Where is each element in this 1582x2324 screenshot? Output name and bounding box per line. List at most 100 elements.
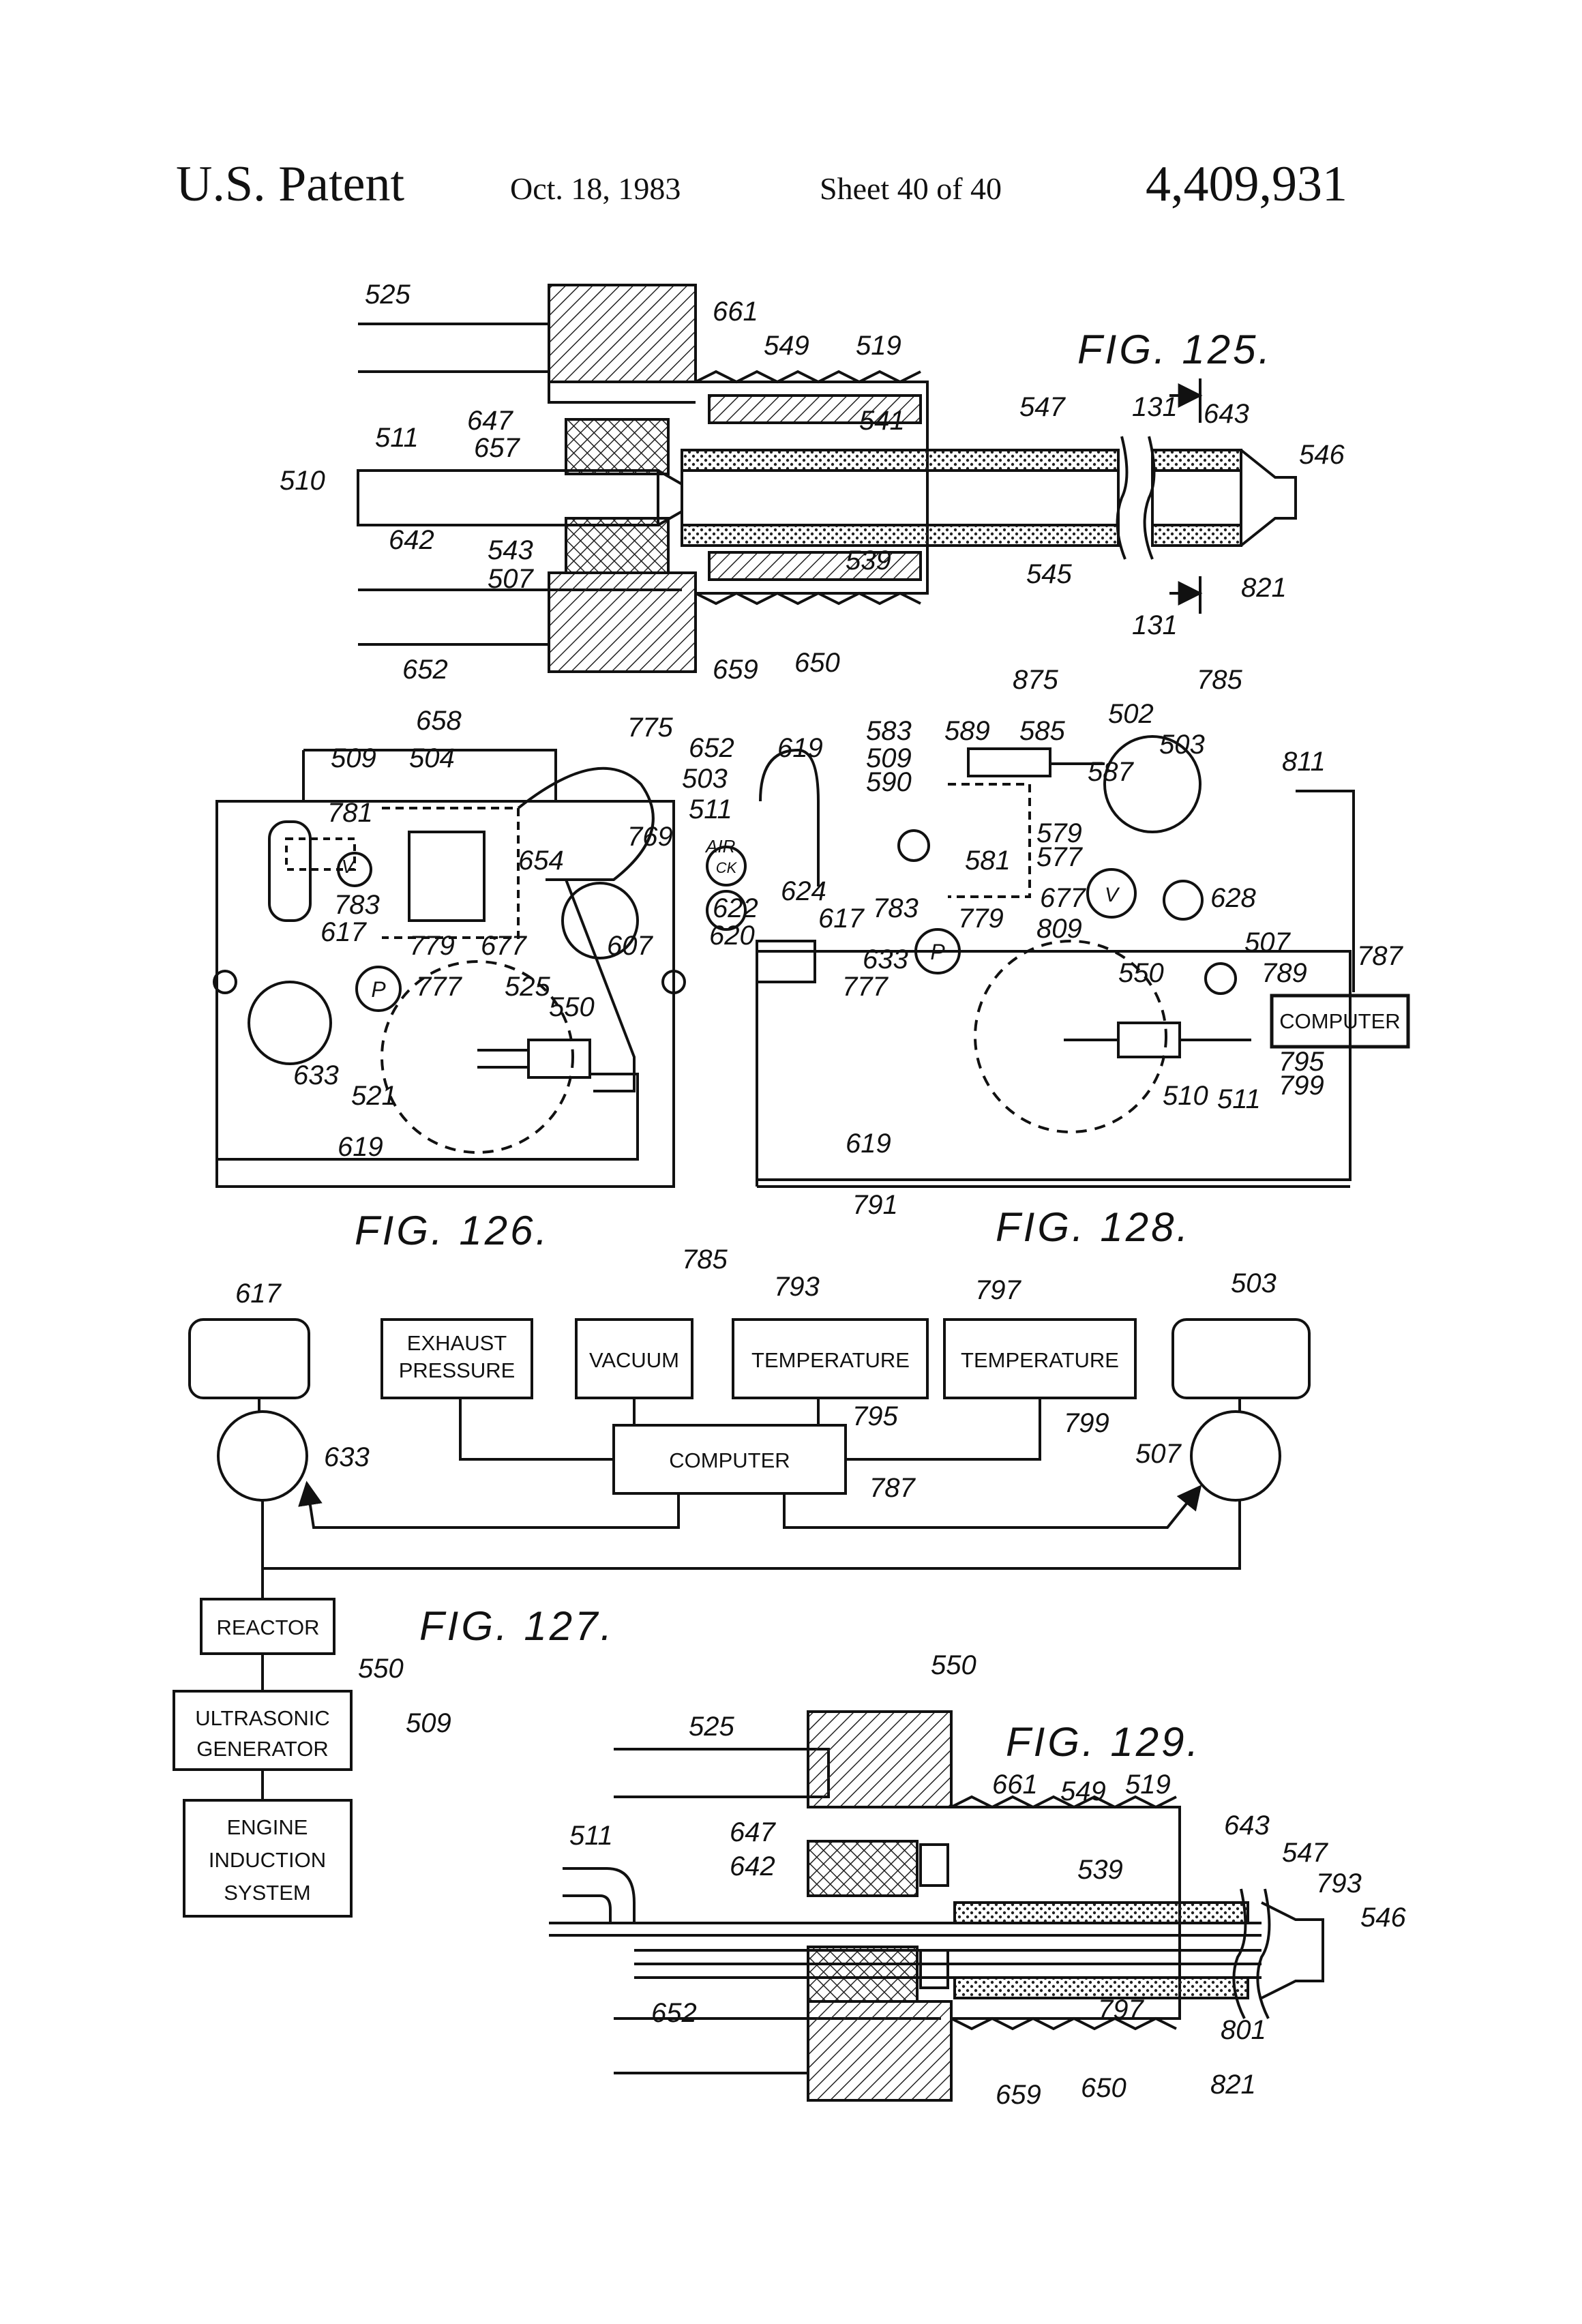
ref-775-fig126: 775 xyxy=(627,713,673,743)
ref-650-fig129: 650 xyxy=(1081,2073,1126,2103)
ref-503-fig126: 503 xyxy=(682,764,728,794)
ck-label-fig128: CK xyxy=(716,859,738,876)
ref-652-fig129: 652 xyxy=(651,1998,697,2028)
ref-550-fig129: 550 xyxy=(931,1650,976,1680)
block-503 xyxy=(1173,1320,1309,1398)
ref-821-fig129: 821 xyxy=(1210,2070,1256,2100)
figure-126-references: 658 775 509 504 652 503 511 781 769 654 … xyxy=(293,706,734,1162)
ref-583-fig128: 583 xyxy=(866,716,912,746)
ref-525-fig126: 525 xyxy=(505,972,550,1002)
ref-620-fig128: 620 xyxy=(709,921,755,951)
ref-511-fig125: 511 xyxy=(375,423,419,453)
ref-550-fig128: 550 xyxy=(1118,958,1164,988)
ref-647-fig125: 647 xyxy=(467,406,513,436)
v-label-fig128: V xyxy=(1105,884,1120,906)
ref-131-fig125-top: 131 xyxy=(1132,392,1178,422)
ref-510-fig128: 510 xyxy=(1163,1081,1208,1111)
ref-617-fig126: 617 xyxy=(320,917,367,947)
ref-622-fig128: 622 xyxy=(713,893,758,923)
ref-791-fig128: 791 xyxy=(852,1190,898,1220)
ref-619-fig128-bottom: 619 xyxy=(846,1129,891,1159)
ref-131-fig125-bottom: 131 xyxy=(1132,610,1178,640)
ref-809-fig128: 809 xyxy=(1036,914,1082,944)
exhaust-label-line2: PRESSURE xyxy=(399,1358,516,1382)
ref-785-fig128: 785 xyxy=(1197,665,1242,695)
figure-129-references: 550 525 661 549 519 643 547 793 546 511 … xyxy=(569,1650,1406,2110)
ref-633-fig126: 633 xyxy=(293,1060,339,1090)
ref-504-fig126: 504 xyxy=(409,743,455,773)
ref-525-fig129: 525 xyxy=(689,1712,734,1742)
ref-795-fig127: 795 xyxy=(852,1401,898,1431)
ref-650-fig125: 650 xyxy=(794,648,840,678)
ref-507-fig127: 507 xyxy=(1135,1439,1182,1469)
ref-783-fig128: 783 xyxy=(873,893,919,923)
ref-777-fig126: 777 xyxy=(416,972,462,1002)
ref-657-fig125: 657 xyxy=(474,433,520,463)
ref-549-fig129: 549 xyxy=(1060,1776,1106,1806)
computer-label-fig127: COMPUTER xyxy=(669,1448,790,1472)
ref-783-fig126: 783 xyxy=(334,890,380,920)
p-label-fig126: P xyxy=(371,977,386,1002)
ref-769-fig126: 769 xyxy=(627,822,673,852)
ref-624-fig128: 624 xyxy=(781,876,826,906)
ref-539-fig125: 539 xyxy=(846,546,891,576)
ref-799-fig128: 799 xyxy=(1279,1071,1324,1101)
computer-label-fig128: COMPUTER xyxy=(1279,1009,1400,1033)
ref-643-fig125: 643 xyxy=(1204,399,1249,429)
ref-541-fig125: 541 xyxy=(859,406,905,436)
ref-521-fig126: 521 xyxy=(351,1081,397,1111)
ref-797-fig127: 797 xyxy=(975,1275,1021,1305)
ref-647-fig129: 647 xyxy=(730,1817,776,1847)
ref-550-fig126: 550 xyxy=(549,992,595,1022)
valve-507 xyxy=(1191,1412,1280,1500)
ref-789-fig128: 789 xyxy=(1262,958,1307,988)
vacuum-label: VACUUM xyxy=(589,1348,679,1372)
ref-659-fig125: 659 xyxy=(713,655,758,685)
ref-519-fig125: 519 xyxy=(856,331,901,361)
ref-643-fig129: 643 xyxy=(1224,1811,1270,1841)
ref-507-fig125: 507 xyxy=(488,564,534,594)
ref-511-fig129: 511 xyxy=(569,1821,613,1851)
ref-509-fig127: 509 xyxy=(406,1708,451,1738)
air-label-fig128: AIR xyxy=(704,836,735,856)
temperature-label-2: TEMPERATURE xyxy=(961,1348,1119,1372)
ref-785-fig127: 785 xyxy=(682,1245,728,1275)
ref-787-fig128: 787 xyxy=(1357,941,1403,971)
ref-549-fig125: 549 xyxy=(764,331,809,361)
v-label-fig126: V xyxy=(342,856,356,877)
ref-545-fig125: 545 xyxy=(1026,559,1072,589)
figure-125-references: 525 661 549 519 547 131 643 546 511 647 … xyxy=(280,280,1345,685)
ref-617-fig127: 617 xyxy=(235,1279,282,1309)
valve-633 xyxy=(218,1412,307,1500)
reactor-label: REACTOR xyxy=(216,1615,319,1639)
ultrasonic-label-line2: GENERATOR xyxy=(196,1737,329,1761)
ref-619-fig126: 619 xyxy=(338,1132,383,1162)
ref-519-fig129: 519 xyxy=(1125,1770,1171,1800)
temperature-label-1: TEMPERATURE xyxy=(751,1348,910,1372)
ref-543-fig125: 543 xyxy=(488,535,533,565)
ref-607-fig126: 607 xyxy=(607,931,653,961)
ref-661-fig125: 661 xyxy=(713,297,758,327)
ref-547-fig125: 547 xyxy=(1019,392,1066,422)
ref-590-fig128: 590 xyxy=(866,767,912,797)
ref-797-fig129: 797 xyxy=(1098,1995,1144,2025)
p-label-fig128: P xyxy=(930,940,945,964)
block-617 xyxy=(190,1320,309,1398)
ref-652-fig126: 652 xyxy=(689,733,734,763)
ref-875-fig128: 875 xyxy=(1013,665,1058,695)
ref-617-fig128: 617 xyxy=(818,904,865,934)
ref-811-fig128: 811 xyxy=(1282,747,1326,777)
ref-793-fig129: 793 xyxy=(1316,1868,1362,1898)
ref-821-fig125: 821 xyxy=(1241,573,1287,603)
ref-801-fig129: 801 xyxy=(1221,2015,1266,2045)
ref-539-fig129: 539 xyxy=(1077,1855,1123,1885)
ref-509-fig126: 509 xyxy=(331,743,376,773)
ref-654-fig126: 654 xyxy=(518,846,564,876)
ref-510-fig125: 510 xyxy=(280,466,325,496)
ref-779-fig126: 779 xyxy=(409,931,455,961)
ref-628-fig128: 628 xyxy=(1210,883,1256,913)
ref-659-fig129: 659 xyxy=(996,2080,1041,2110)
ref-587-fig128: 587 xyxy=(1088,757,1134,787)
ref-652-fig125: 652 xyxy=(402,655,448,685)
